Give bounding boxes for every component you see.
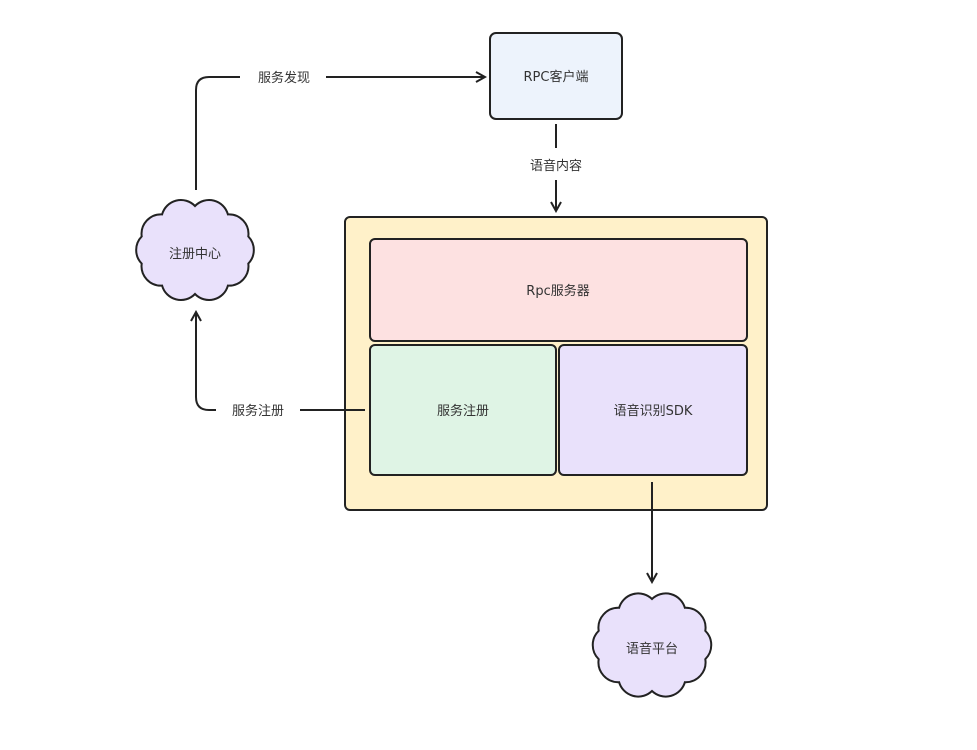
edge-service-discovery: 服务发现 [195,70,485,190]
speech-sdk-node[interactable]: 语音识别SDK [558,344,748,476]
edge-label-service-discovery: 服务发现 [258,70,310,86]
cloud-shape [591,592,713,698]
rpc-server-node[interactable]: Rpc服务器 [369,238,748,342]
cloud-shape [135,199,255,301]
speech-platform-label: 语音平台 [626,641,678,657]
speech-platform-cloud[interactable]: 语音平台 [591,592,713,698]
edge-service-registration: 服务注册 [196,312,365,419]
edge-label-speech-content: 语音内容 [530,158,582,174]
registry-center-label: 注册中心 [169,247,221,262]
edge-label-service-registration: 服务注册 [232,403,284,419]
rpc-server-label: Rpc服务器 [526,283,589,299]
service-registration-node[interactable]: 服务注册 [369,344,557,476]
registry-center-cloud[interactable]: 注册中心 [135,199,255,301]
edge-speech-content: 语音内容 [530,124,582,211]
rpc-client-label: RPC客户端 [524,69,589,85]
service-registration-node-label: 服务注册 [437,403,489,419]
speech-sdk-label: 语音识别SDK [614,403,693,419]
rpc-client-node[interactable]: RPC客户端 [489,32,623,120]
